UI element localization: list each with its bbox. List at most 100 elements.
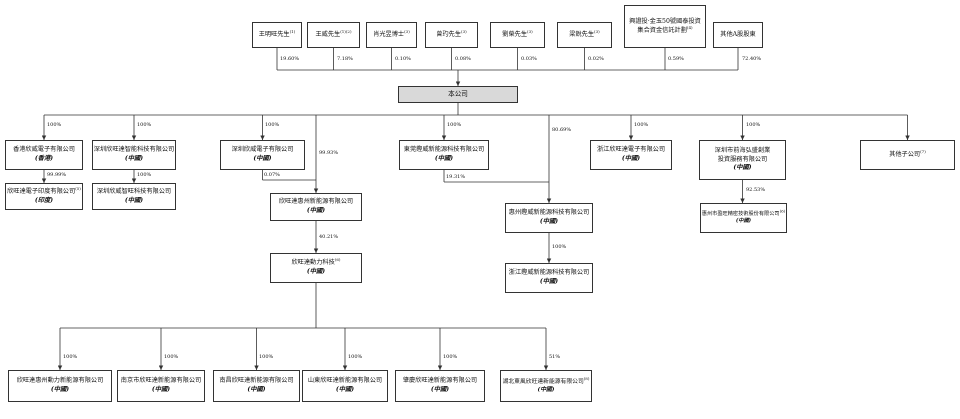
subsidiary-sz-electronics: 深圳欣威電子有限公司 (中國) xyxy=(220,140,305,170)
subsidiary-hz-kengwei: 惠州鏗威新能源科技有限公司 (中國) xyxy=(505,203,593,233)
subsidiary-india: 欣旺達電子印度有限公司(5) (印度) xyxy=(5,183,83,210)
entity-name: 浙江鏗威新能源科技有限公司 xyxy=(508,269,590,277)
shareholding-pct: 100% xyxy=(552,244,567,250)
footnote-ref: (3) xyxy=(594,28,600,34)
shareholding-pct: 100% xyxy=(259,354,274,360)
footnote-ref: (3) xyxy=(404,28,410,34)
shareholding-pct: 100% xyxy=(137,172,152,178)
shareholding-pct: 99.99% xyxy=(47,172,67,178)
shareholding-pct: 92.53% xyxy=(746,187,766,193)
shareholding-pct: 19.60% xyxy=(280,56,300,62)
shareholding-pct: 72.40% xyxy=(742,56,762,62)
entity-name: 欣旺達電子印度有限公司 xyxy=(7,187,76,195)
shareholding-pct: 100% xyxy=(447,122,462,128)
shareholding-pct: 100% xyxy=(137,122,152,128)
power-subsidiary-nanchang: 南昌欣旺達新能源有限公司 (中國) xyxy=(213,370,300,402)
entity-region: (中國) xyxy=(247,386,266,393)
footnote-ref: (3) xyxy=(461,28,467,34)
shareholding-pct: 0.08% xyxy=(455,56,471,62)
subsidiary-yingwang: 惠州市盈旺精密技術股份有限公司(6) (中國) xyxy=(700,203,787,233)
footnote-ref: (8) xyxy=(583,375,590,381)
subsidiary-sz-intelligent: 深圳欣旺達智能科技有限公司 (中國) xyxy=(92,140,176,170)
power-subsidiary-zhaoqing: 肇慶欣旺達新能源有限公司 (中國) xyxy=(395,370,485,402)
shareholding-pct: 100% xyxy=(746,122,761,128)
shareholder-name-line2: 集合資金信託計劃 xyxy=(637,26,687,34)
power-subsidiary-shandong: 山東欣旺達新能源有限公司 (中國) xyxy=(302,370,388,402)
shareholding-pct: 0.02% xyxy=(588,56,604,62)
shareholding-pct: 0.59% xyxy=(668,56,684,62)
shareholding-pct: 100% xyxy=(634,122,649,128)
entity-name: 欣旺達惠州新能源有限公司 xyxy=(278,198,354,206)
shareholder-name: 其他A股股東 xyxy=(720,30,756,38)
footnote-ref: (4) xyxy=(686,24,693,30)
entity-name: 其他子公司 xyxy=(889,150,921,158)
shareholding-pct: 0.03% xyxy=(521,56,537,62)
shareholder-trust-plan: 興證投·金玉50號國泰投資 集合資金信託計劃(4) xyxy=(624,5,706,48)
shareholding-pct: 51% xyxy=(549,354,561,360)
shareholder-zeng-di: 曾玓先生(3) xyxy=(425,22,478,48)
shareholding-pct: 0.07% xyxy=(264,172,280,178)
entity-region: (中國) xyxy=(430,386,450,393)
shareholder-other-a-shares: 其他A股股東 xyxy=(713,22,763,48)
subsidiary-hk-electronics: 香港欣威電子有限公司 (香港) xyxy=(5,140,83,170)
entity-name: 深圳欣威智旺科技有限公司 xyxy=(96,187,172,195)
footnote-ref: (1)(2) xyxy=(340,28,352,34)
entity-region: (中國) xyxy=(306,207,326,214)
shareholding-pct: 40.21% xyxy=(319,234,339,240)
entity-region: (中國) xyxy=(253,155,272,162)
entity-region: (中國) xyxy=(335,386,355,393)
shareholder-xiao-guangyu: 肖光昱博士(3) xyxy=(366,22,417,48)
shareholding-pct: 99.93% xyxy=(319,150,339,156)
entity-name: 南京市欣旺達新能源有限公司 xyxy=(120,377,202,385)
company-name: 本公司 xyxy=(448,89,468,98)
footnote-ref: (3) xyxy=(527,28,533,34)
subsidiary-sz-zhiwang: 深圳欣威智旺科技有限公司 (中國) xyxy=(92,183,176,210)
entity-name: 湖北東風欣旺達新能源有限公司 xyxy=(502,378,584,385)
entity-region: (中國) xyxy=(539,218,559,225)
entity-name: 惠州鏗威新能源科技有限公司 xyxy=(508,209,590,217)
shareholder-name: 肖光昱博士 xyxy=(373,30,405,38)
subsidiary-zj-electronics: 浙江欣旺達電子有限公司 (中國) xyxy=(590,140,672,170)
shareholding-pct: 100% xyxy=(63,354,78,360)
entity-region: (中國) xyxy=(124,155,144,162)
shareholding-pct: 100% xyxy=(443,354,458,360)
shareholding-pct: 80.69% xyxy=(552,127,572,133)
subsidiary-qianhai: 深圳市前海弘盛創業 投資服務有限公司 (中國) xyxy=(699,140,786,180)
entity-region: (中國) xyxy=(537,387,555,393)
entity-name: 浙江欣旺達電子有限公司 xyxy=(596,146,666,154)
footnote-ref: (6) xyxy=(334,257,341,263)
power-subsidiary-hubei: 湖北東風欣旺達新能源有限公司(8) (中國) xyxy=(500,370,592,402)
shareholder-wang-mingwang: 王明旺先生(1) xyxy=(252,22,302,48)
entity-name: 惠州市盈旺精密技術股份有限公司 xyxy=(701,210,780,217)
footnote-ref: (1) xyxy=(289,28,296,34)
power-subsidiary-huizhou: 欣旺達惠州動力新能源有限公司 (中國) xyxy=(8,370,112,402)
shareholder-name: 曾玓先生 xyxy=(436,30,462,38)
entity-region: (中國) xyxy=(151,386,171,393)
shareholder-name: 興證投·金玉50號國泰投資 xyxy=(629,17,701,25)
entity-region: (中國) xyxy=(735,218,752,224)
entity-region: (中國) xyxy=(434,155,454,162)
subsidiary-zj-kengwei: 浙江鏗威新能源科技有限公司 (中國) xyxy=(505,263,593,293)
shareholding-pct: 100% xyxy=(47,122,62,128)
subsidiary-hz-new-energy: 欣旺達惠州新能源有限公司 (中國) xyxy=(270,193,362,221)
shareholding-pct: 0.10% xyxy=(395,56,411,62)
shareholder-wang-wei: 王威先生(1)(2) xyxy=(307,22,360,48)
shareholder-name: 王威先生 xyxy=(315,30,341,38)
shareholding-pct: 100% xyxy=(348,354,363,360)
shareholding-pct: 100% xyxy=(164,354,179,360)
shareholding-pct: 19.31% xyxy=(446,174,466,180)
entity-region: (中國) xyxy=(124,196,144,204)
entity-region: (中國) xyxy=(621,155,641,162)
entity-region: (中國) xyxy=(50,386,70,393)
power-subsidiary-nanjing: 南京市欣旺達新能源有限公司 (中國) xyxy=(117,370,205,402)
entity-name: 南昌欣旺達新能源有限公司 xyxy=(219,377,294,385)
entity-region: (中國) xyxy=(539,278,559,285)
entity-region: (中國) xyxy=(306,268,326,275)
entity-name: 深圳欣威電子有限公司 xyxy=(231,146,294,154)
entity-name: 肇慶欣旺達新能源有限公司 xyxy=(402,377,478,385)
footnote-ref: (7) xyxy=(920,148,926,154)
entity-name: 山東欣旺達新能源有限公司 xyxy=(307,377,383,385)
shareholding-pct: 100% xyxy=(265,122,280,128)
